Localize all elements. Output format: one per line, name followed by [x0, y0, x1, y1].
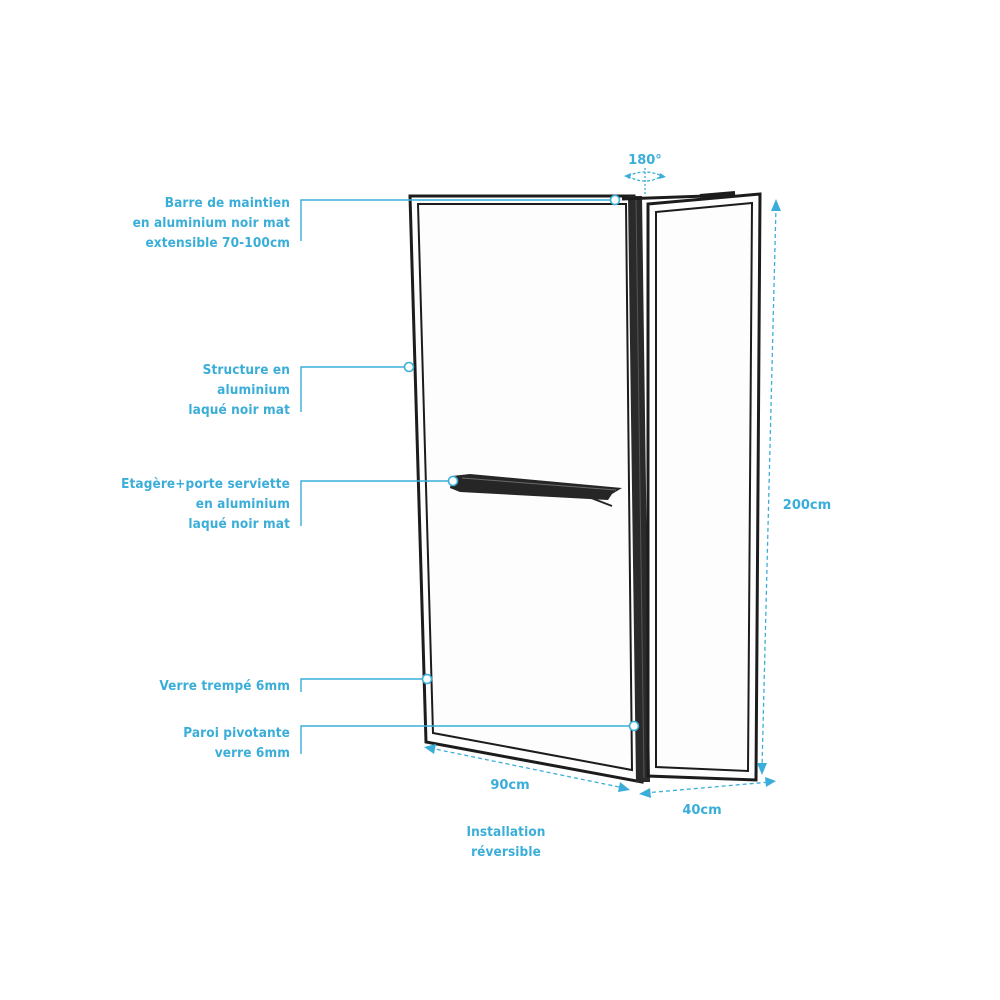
- leader-glass: [300, 678, 426, 692]
- callout-pivot-label: Paroi pivotante verre 6mm: [183, 725, 290, 761]
- rotation-arrow-icon: [624, 168, 666, 196]
- side-panel-frame: [646, 192, 762, 782]
- dimension-arrowheads: [424, 199, 781, 798]
- width-main-dim-line: [429, 747, 625, 789]
- height-label: 200cm: [783, 498, 831, 513]
- callout-shelf-label: Etagère+porte serviette en aluminium laq…: [121, 476, 290, 532]
- leader-pivot: [300, 725, 633, 754]
- rotation-label: 180°: [628, 153, 662, 168]
- leader-bar: [300, 199, 614, 241]
- reversible-note: Installation réversible: [466, 824, 546, 860]
- support-bar: [621, 191, 736, 201]
- leader-shelf: [300, 480, 452, 526]
- width-side-label: 40cm: [682, 803, 721, 818]
- dimension-lines: [429, 205, 777, 794]
- callout-bar-label: Barre de maintien en aluminium noir mat …: [132, 195, 290, 251]
- callout-glass-label: Verre trempé 6mm: [159, 678, 290, 694]
- callout-dots: [403, 194, 640, 732]
- side-glass-pane: [650, 196, 758, 778]
- towel-shelf: [450, 474, 622, 507]
- pivot-profile: [628, 196, 650, 782]
- leader-structure: [300, 366, 408, 412]
- height-dim-line: [761, 205, 777, 769]
- callout-structure-label: Structure en aluminium laqué noir mat: [188, 362, 290, 418]
- width-side-dim-line: [644, 781, 771, 794]
- callout-leaders: [300, 199, 633, 754]
- width-main-label: 90cm: [490, 778, 529, 793]
